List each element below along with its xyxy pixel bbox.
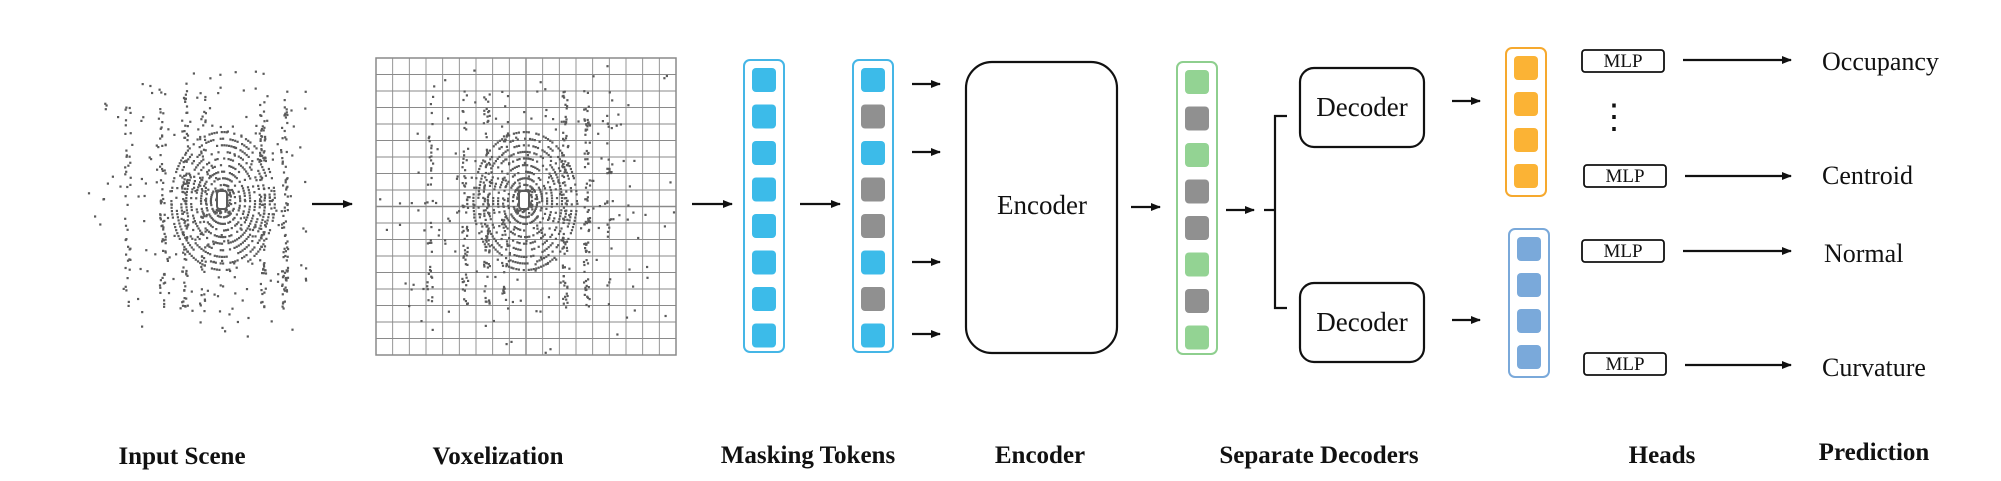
token-square (1517, 345, 1541, 369)
voxelized-point-cloud (379, 65, 676, 354)
mlp-label-normal: MLP (1603, 241, 1642, 262)
mlp-head-curvature: MLP (1583, 352, 1667, 376)
token-square (1517, 237, 1541, 261)
token-square (861, 323, 885, 348)
token-square (1185, 70, 1209, 94)
token-square (1185, 289, 1209, 313)
token-square (1185, 106, 1209, 131)
token-square (752, 68, 776, 92)
output-normal: Normal (1824, 239, 1903, 268)
output-curvature: Curvature (1822, 353, 1926, 382)
stage-label-input-scene: Input Scene (118, 443, 245, 470)
stage-label-encoder: Encoder (995, 442, 1085, 469)
token-square (1514, 128, 1538, 152)
token-square (861, 104, 885, 129)
token-square (1185, 143, 1209, 167)
mlp-head-centroid: MLP (1583, 164, 1667, 188)
token-square (861, 177, 885, 202)
token-square (1514, 164, 1538, 188)
token-square (752, 250, 776, 275)
token-column-visible (743, 59, 785, 353)
encoder-box-label: Encoder (997, 190, 1087, 220)
token-square (752, 104, 776, 129)
token-square (1517, 273, 1541, 297)
decoder-bottom-block: Decoder (1298, 281, 1426, 364)
mlp-label-curvature: MLP (1605, 354, 1644, 375)
mlp-head-normal: MLP (1581, 239, 1665, 263)
latent-token-column (1176, 61, 1218, 355)
token-square (861, 141, 885, 165)
token-square (1514, 56, 1538, 80)
input-scene-point-cloud (87, 70, 308, 338)
decoder-split-bracket (1264, 114, 1287, 310)
decoder-bottom-label: Decoder (1316, 307, 1407, 337)
token-square (861, 287, 885, 311)
output-centroid: Centroid (1822, 161, 1913, 190)
token-square (752, 323, 776, 348)
encoder-block: Encoder (964, 60, 1119, 355)
token-square (861, 68, 885, 92)
token-square (752, 141, 776, 165)
token-square (1185, 325, 1209, 350)
token-square (1517, 309, 1541, 333)
token-square (752, 177, 776, 202)
stage-label-heads: Heads (1629, 442, 1696, 469)
token-square (752, 214, 776, 238)
decoder-top-block: Decoder (1298, 66, 1426, 149)
mlp-label-centroid: MLP (1605, 166, 1644, 187)
token-square (1185, 179, 1209, 204)
stage-label-masking-tokens: Masking Tokens (721, 442, 896, 469)
stage-label-voxelization: Voxelization (432, 443, 563, 470)
token-square (861, 250, 885, 275)
heads-ellipsis: ⋮ (1597, 99, 1631, 136)
decoder-bottom-output-tokens (1508, 228, 1550, 378)
stage-label-separate-decoders: Separate Decoders (1219, 442, 1419, 469)
token-square (752, 287, 776, 311)
token-square (1185, 252, 1209, 277)
stage-label-prediction: Prediction (1819, 439, 1930, 466)
token-square (1185, 216, 1209, 240)
mlp-label-occupancy: MLP (1603, 51, 1642, 72)
token-square (1514, 92, 1538, 116)
token-square (861, 214, 885, 238)
mlp-head-occupancy: MLP (1581, 49, 1665, 73)
token-column-masked (852, 59, 894, 353)
output-occupancy: Occupancy (1822, 47, 1939, 76)
decoder-top-output-tokens (1505, 47, 1547, 197)
decoder-top-label: Decoder (1316, 92, 1407, 122)
